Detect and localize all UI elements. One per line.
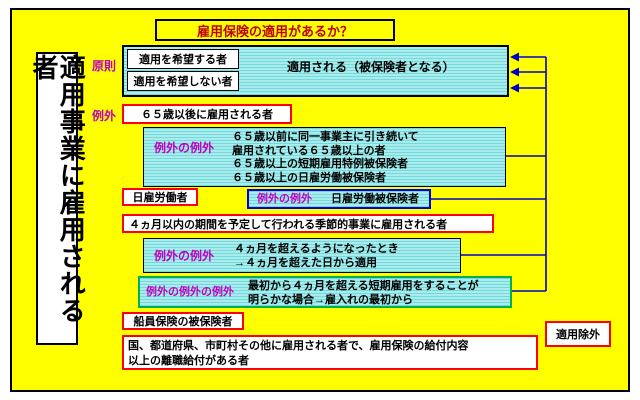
seasonal-sub-exception-label: 例外の例外 [154,249,215,263]
excluded-box: 適用除外 [545,321,611,347]
wish-not-apply-box: 適用を希望しない者 [127,71,239,91]
left-vertical-title: 適用事業に雇用される者 [29,54,87,324]
seasonal-sub-exception-box: 例外の例外 ４ヵ月を超えるようになったとき →４ヵ月を超えた日から適用 [143,238,461,273]
government-condition-box: 国、都道府県、市町村その他に雇用される者で、雇用保険の給付内容 以上の離職給付が… [122,335,538,370]
age65-condition-text: ６５歳以後に雇用される者 [141,109,273,121]
excluded-text: 適用除外 [556,329,600,341]
seasonal-condition-box: ４ヵ月以内の期間を予定して行われる季節的事業に雇用される者 [122,214,494,233]
day-laborer-sub-exception-box: 例外の例外 日雇労働被保険者 [247,189,431,209]
seasonal-sub-exception-text: ４ヵ月を超えるようになったとき →４ヵ月を超えた日から適用 [234,243,399,269]
diagram-title: 雇用保険の適用があるか？ [196,23,353,39]
age65-sub-exception-box: 例外の例外 ６５歳以前に同一事業主に引き続いて 雇用されている６５歳以上の者 ６… [143,127,506,187]
day-laborer-condition-text: 日雇労働者 [132,192,188,204]
seamen-condition-text: 船員保険の被保険者 [133,316,233,328]
wish-not-apply-text: 適用を希望しない者 [133,76,233,88]
seasonal-sub-sub-exception-text: 最初から４ヵ月を超える短期雇用をすることが 明らかな場合→雇入れの最初から [248,280,479,306]
seamen-condition-box: 船員保険の被保険者 [122,312,244,330]
applied-result-text: 適用される（被保険者となる） [287,60,455,74]
seasonal-sub-sub-exception-label: 例外の例外の例外 [146,286,234,298]
day-laborer-sub-exception-text: 日雇労働被保険者 [331,193,419,205]
diagram-title-box: 雇用保険の適用があるか？ [155,19,395,41]
wish-apply-box: 適用を希望する者 [127,49,239,69]
age65-sub-exception-text: ６５歳以前に同一事業主に引き続いて 雇用されている６５歳以上の者 ６５歳以上の短… [232,131,419,184]
age65-sub-exception-label: 例外の例外 [154,141,215,155]
exception-label: 例外 [92,109,117,123]
age65-condition-box: ６５歳以後に雇用される者 [122,104,292,124]
day-laborer-sub-exception-label: 例外の例外 [257,193,312,205]
principle-label: 原則 [92,59,117,73]
government-condition-text: 国、都道府県、市町村その他に雇用される者で、雇用保険の給付内容 以上の離職給付が… [128,340,469,367]
day-laborer-condition-box: 日雇労働者 [122,188,198,206]
left-vertical-title-box: 適用事業に雇用される者 [29,52,86,345]
wish-apply-text: 適用を希望する者 [139,54,227,66]
seasonal-condition-text: ４ヵ月以内の期間を予定して行われる季節的事業に雇用される者 [129,218,448,231]
seasonal-sub-sub-exception-box: 例外の例外の例外 最初から４ヵ月を超える短期雇用をすることが 明らかな場合→雇入… [138,276,512,308]
